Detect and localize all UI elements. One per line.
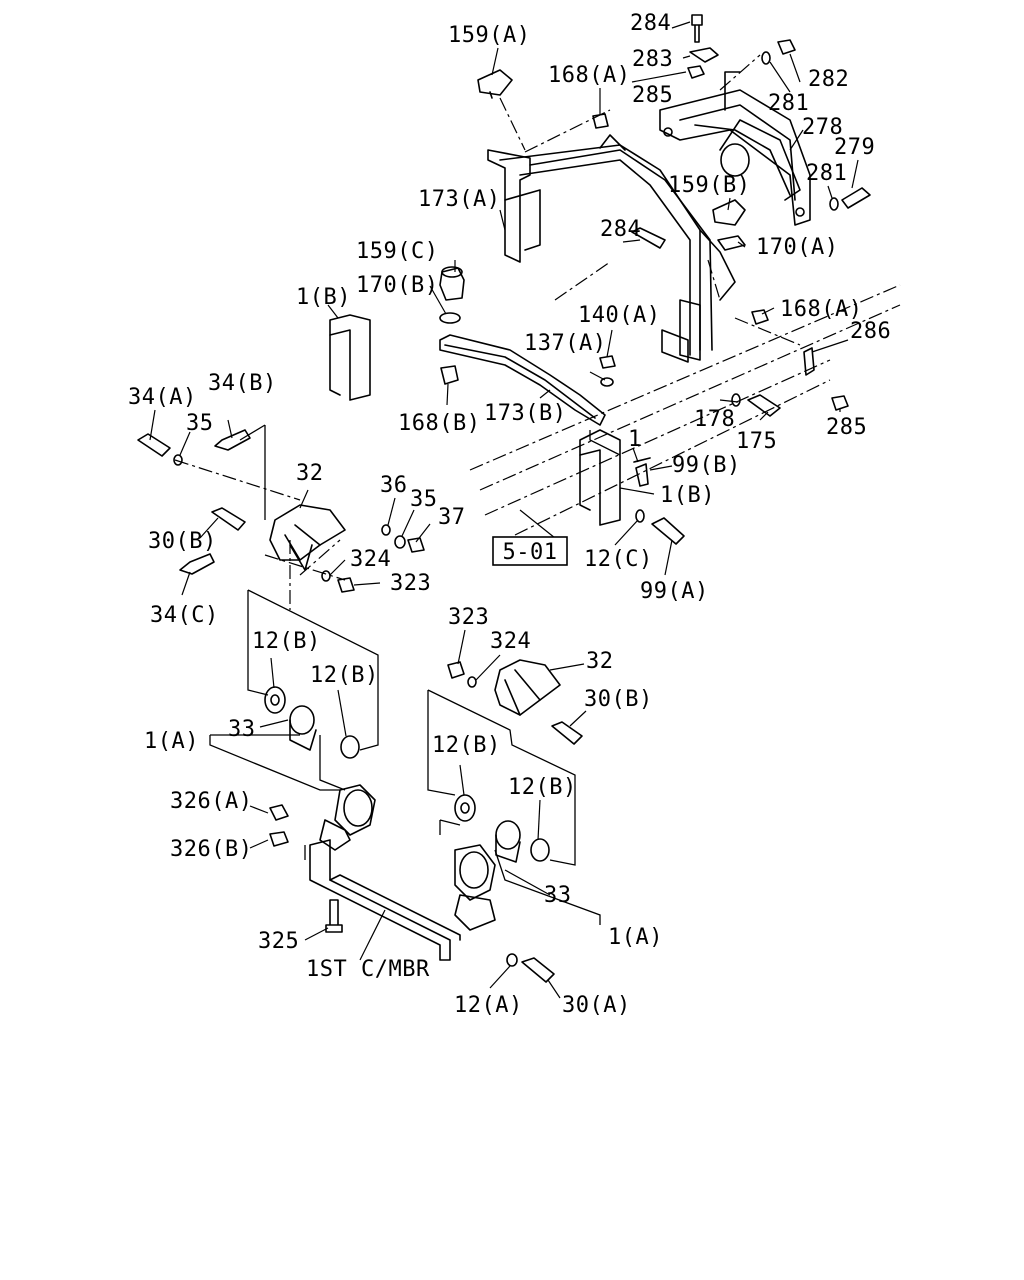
label-168a-top: 168(A) <box>548 63 630 88</box>
reference-box-label: 5-01 <box>503 540 558 565</box>
label-140a: 140(A) <box>578 303 660 328</box>
label-278: 278 <box>802 115 843 140</box>
callout-brackets <box>209 424 621 925</box>
label-34b: 34(B) <box>208 371 277 396</box>
label-279: 279 <box>834 135 875 160</box>
engine-mount-bracket-32-left <box>269 504 346 571</box>
label-1a-left: 1(A) <box>144 729 199 754</box>
label-12b-3: 12(B) <box>432 733 501 758</box>
label-324-left: 324 <box>350 547 391 572</box>
leader-lines <box>149 21 859 999</box>
label-326a: 326(A) <box>170 789 252 814</box>
engine-mount-bracket-32-right <box>494 659 561 716</box>
label-325: 325 <box>258 929 299 954</box>
label-323-left: 323 <box>390 571 431 596</box>
label-281-right: 281 <box>806 161 847 186</box>
label-283: 283 <box>632 47 673 72</box>
upper-mounting-frame-173a <box>487 134 736 363</box>
label-285-lower: 285 <box>826 415 867 440</box>
label-175: 175 <box>736 429 777 454</box>
label-281-top: 281 <box>768 91 809 116</box>
label-173b: 173(B) <box>484 401 566 426</box>
label-30a: 30(A) <box>562 993 631 1018</box>
side-bracket-1b-lower <box>579 429 621 526</box>
label-284-mid: 284 <box>600 217 641 242</box>
label-1b-lower: 1(B) <box>660 483 715 508</box>
label-99b: 99(B) <box>672 453 741 478</box>
label-34a: 34(A) <box>128 385 197 410</box>
label-168a-mid: 168(A) <box>780 297 862 322</box>
label-159b: 159(B) <box>668 173 750 198</box>
label-1: 1 <box>628 427 642 452</box>
mount-1a-right <box>454 844 496 931</box>
label-12c: 12(C) <box>584 547 653 572</box>
label-1st-crossmember: 1ST C/MBR <box>306 957 430 982</box>
label-323-right: 323 <box>448 605 489 630</box>
label-12b-4: 12(B) <box>508 775 577 800</box>
label-159a: 159(A) <box>448 23 530 48</box>
label-173a: 173(A) <box>418 187 500 212</box>
label-33-left: 33 <box>228 717 256 742</box>
label-1b-upper: 1(B) <box>296 285 351 310</box>
label-99a: 99(A) <box>640 579 709 604</box>
label-326b: 326(B) <box>170 837 252 862</box>
label-285-top: 285 <box>632 83 673 108</box>
label-1a-right: 1(A) <box>608 925 663 950</box>
mount-1a-left <box>319 784 376 851</box>
frame-rail-lines <box>174 54 901 610</box>
label-30b-left: 30(B) <box>148 529 217 554</box>
side-bracket-1b-upper <box>329 314 371 401</box>
label-286: 286 <box>850 319 891 344</box>
label-32-left: 32 <box>296 461 324 486</box>
bushings <box>264 686 550 863</box>
label-137a: 137(A) <box>524 331 606 356</box>
label-34c: 34(C) <box>150 603 219 628</box>
label-284-top: 284 <box>630 11 671 36</box>
label-37: 37 <box>438 505 466 530</box>
label-170b: 170(B) <box>356 273 438 298</box>
label-12b-1: 12(B) <box>252 629 321 654</box>
label-159c: 159(C) <box>356 239 438 264</box>
label-33-right: 33 <box>544 883 572 908</box>
label-35-left: 35 <box>186 411 214 436</box>
label-12b-2: 12(B) <box>310 663 379 688</box>
label-32-right: 32 <box>586 649 614 674</box>
label-282: 282 <box>808 67 849 92</box>
label-30b-right: 30(B) <box>584 687 653 712</box>
reference-box[interactable]: 5-01 <box>492 536 568 566</box>
label-170a: 170(A) <box>756 235 838 260</box>
label-324-right: 324 <box>490 629 531 654</box>
part-labels: 284 283 285 282 281 278 279 281 159(A) 1… <box>128 11 891 1018</box>
fasteners <box>137 14 871 983</box>
rear-support-bracket-278 <box>659 71 811 226</box>
label-36: 36 <box>380 473 408 498</box>
label-178: 178 <box>694 407 735 432</box>
label-12a: 12(A) <box>454 993 523 1018</box>
crossmember-173b <box>439 334 606 426</box>
label-168b: 168(B) <box>398 411 480 436</box>
first-crossmember <box>309 839 461 961</box>
label-35-mid: 35 <box>410 487 438 512</box>
